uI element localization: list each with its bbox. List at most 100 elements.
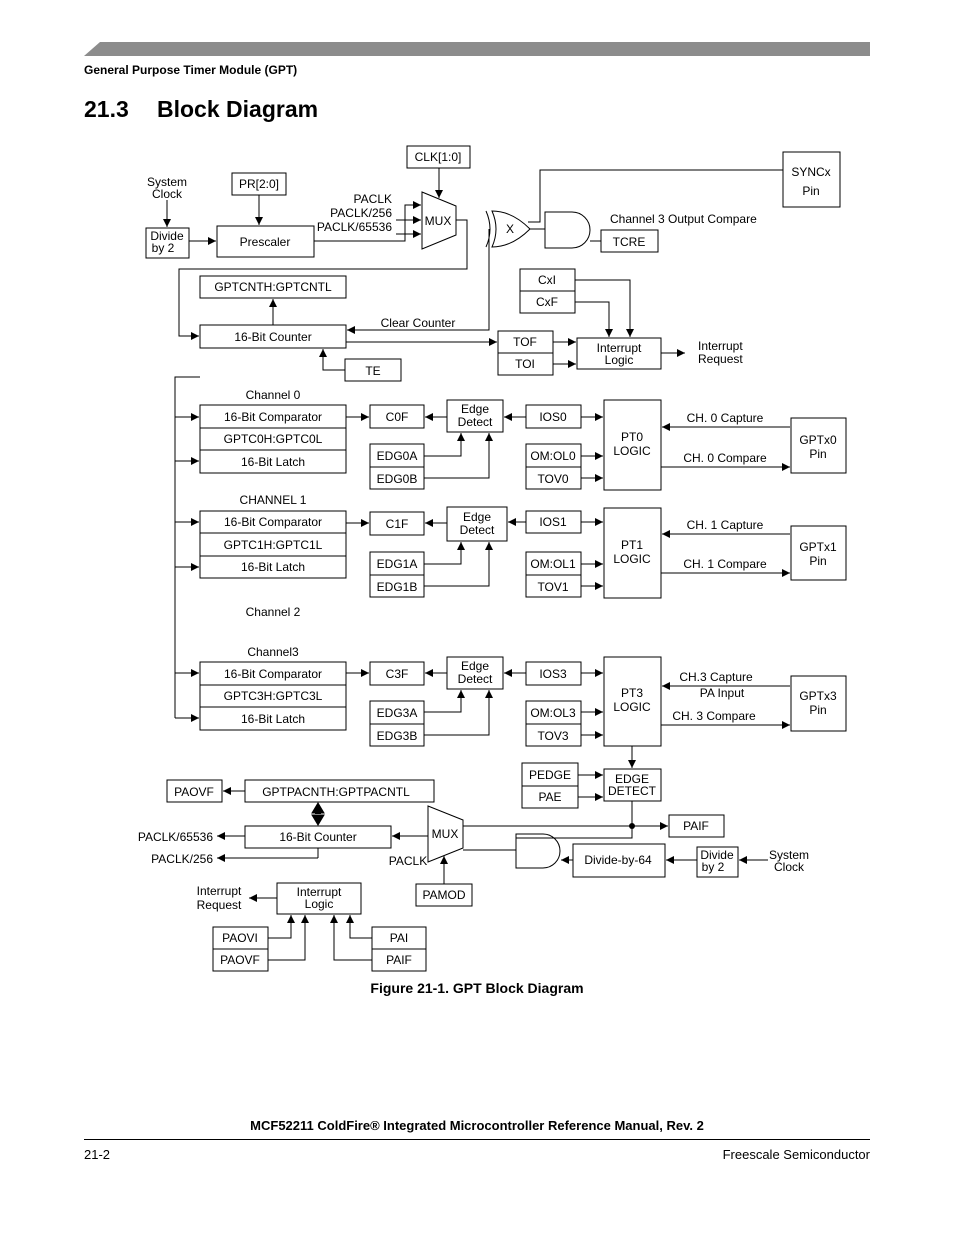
clear-counter-label: Clear Counter — [381, 316, 456, 330]
wire-edge-paif — [631, 801, 668, 830]
int-request-label-1: Interrupt — [698, 339, 743, 353]
mux-shape — [421, 191, 457, 250]
edge-detect-box — [603, 768, 662, 802]
paclk65536-label: PACLK/65536 — [317, 220, 392, 234]
paif-right-label: PAIF — [683, 819, 709, 833]
ch1-reg-label: GPTC1H:GPTC1L — [224, 538, 323, 552]
pa-int-logic-label-2: Logic — [305, 897, 334, 911]
tcre-label: TCRE — [613, 235, 646, 249]
tov1-label: TOV1 — [537, 580, 568, 594]
pa-out-256-label: PACLK/256 — [151, 852, 213, 866]
ios0-label: IOS0 — [539, 410, 567, 424]
c0f-box — [369, 404, 425, 429]
pt0-logic-box — [603, 399, 662, 491]
omol1-label: OM:OL1 — [530, 557, 576, 571]
pa-sys-clock-label-1: System — [769, 848, 809, 862]
pa-paclk-label: PACLK — [389, 854, 427, 868]
clk-label: CLK[1:0] — [415, 150, 462, 164]
int-request-label-2: Request — [698, 352, 743, 366]
sync-label-2: Pin — [802, 184, 819, 198]
int-logic-label-2: Logic — [605, 353, 634, 367]
edg3a-label: EDG3A — [377, 706, 418, 720]
xor-gate — [491, 210, 531, 248]
ios1-label: IOS1 — [539, 515, 567, 529]
cxf-label: CxF — [536, 295, 558, 309]
ch3-latch-label: 16-Bit Latch — [241, 712, 305, 726]
ch3-edge-label-1: Edge — [461, 659, 489, 673]
ch3-capture-label: CH.3 Capture — [679, 670, 753, 684]
ch0-edge-label-2: Detect — [458, 415, 493, 429]
toi-label: TOI — [515, 357, 535, 371]
ch1-edge-label-2: Detect — [460, 523, 495, 537]
gptx1-pin-box — [790, 525, 847, 581]
pa-out-65536-label: PACLK/65536 — [138, 830, 213, 844]
c3f-box — [369, 661, 425, 686]
gptx3-pin-box — [790, 675, 847, 732]
omol0-label: OM:OL0 — [530, 449, 576, 463]
divide-by-64-box — [572, 843, 666, 878]
ch1-compare-label: CH. 1 Compare — [683, 557, 767, 571]
gptx1-label-2: Pin — [809, 554, 826, 568]
ch1-latch-label: 16-Bit Latch — [241, 560, 305, 574]
pa-mux-shape — [427, 805, 464, 863]
pa-int-logic-label-1: Interrupt — [297, 885, 342, 899]
tov3-label: TOV3 — [537, 729, 568, 743]
channel1-label: CHANNEL 1 — [240, 493, 307, 507]
gptx3-label-1: GPTx3 — [799, 689, 837, 703]
wire-edg3b-edge — [424, 690, 493, 736]
pa-and-gate — [515, 833, 561, 869]
ch3-latch-box — [199, 706, 347, 731]
edg1a-label: EDG1A — [377, 557, 418, 571]
divide-by-64-label: Divide-by-64 — [584, 853, 652, 867]
footer-title: MCF52211 ColdFire® Integrated Microcontr… — [250, 1118, 704, 1133]
pt0-label-1: PT0 — [621, 430, 643, 444]
pa-input-label: PA Input — [700, 686, 745, 700]
omol3-label: OM:OL3 — [530, 706, 576, 720]
tov0-label: TOV0 — [537, 472, 568, 486]
wire-cxf-int — [575, 301, 613, 337]
sync-label-1: SYNCx — [791, 165, 830, 179]
wire-prescaler-paclk — [314, 201, 421, 242]
mux-label: MUX — [425, 214, 452, 228]
wire-edge-and — [516, 826, 633, 839]
ch0-latch-label: 16-Bit Latch — [241, 455, 305, 469]
prescaler-label: Prescaler — [240, 235, 291, 249]
wire-paif-int — [330, 915, 372, 961]
gptx3-label-2: Pin — [809, 703, 826, 717]
c1f-box — [369, 511, 425, 536]
wire-paovi-int — [268, 915, 295, 939]
gptx0-label-1: GPTx0 — [799, 433, 837, 447]
pa-divide-label-1: Divide — [700, 848, 734, 862]
section-number: 21.3 — [84, 96, 129, 122]
pt0-label-2: LOGIC — [613, 444, 651, 458]
ch1-edge-detect-box — [446, 506, 508, 542]
pt1-logic-box — [603, 507, 662, 599]
pt1-label-2: LOGIC — [613, 552, 651, 566]
int-logic-label-1: Interrupt — [597, 341, 642, 355]
section-title-text: Block Diagram — [157, 96, 319, 122]
wire-edg1a-edge — [424, 542, 465, 565]
paif-right-box — [668, 814, 725, 838]
ch3-compare-label: CH. 3 Compare — [672, 709, 756, 723]
page-number: 21-2 — [84, 1147, 111, 1162]
paclk256-label: PACLK/256 — [330, 206, 392, 220]
wire-edg0b-edge — [424, 433, 493, 479]
wire-pai-int — [346, 915, 372, 939]
sys-clock-label-1: System — [147, 175, 187, 189]
ch1-latch-box — [199, 555, 347, 579]
wire-mux-counter — [178, 219, 468, 340]
figure-caption: Figure 21-1. GPT Block Diagram — [370, 980, 584, 996]
ch3-reg-label: GPTC3H:GPTC3L — [224, 689, 323, 703]
ch0-edge-label-1: Edge — [461, 402, 489, 416]
pa-int-request-label-1: Interrupt — [197, 884, 242, 898]
pa-divide-label-2: by 2 — [702, 860, 725, 874]
ios3-label: IOS3 — [539, 667, 567, 681]
and-gate — [544, 211, 591, 249]
divide-by-2-box — [145, 227, 190, 259]
wire-edg1b-edge — [424, 542, 493, 587]
edg1b-label: EDG1B — [377, 580, 418, 594]
wire-paovf-int — [268, 915, 309, 961]
channel3-label: Channel3 — [247, 645, 299, 659]
edg3b-label: EDG3B — [377, 729, 418, 743]
edg0a-label: EDG0A — [377, 449, 418, 463]
